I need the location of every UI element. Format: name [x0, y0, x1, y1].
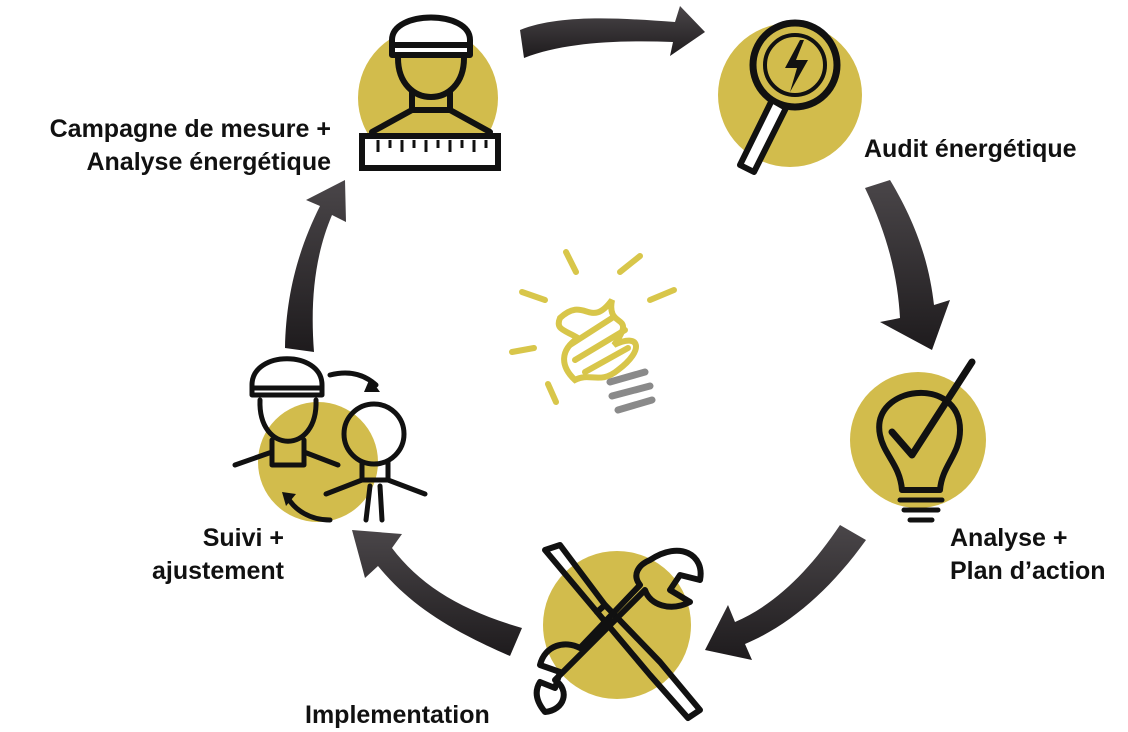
step-3-line-2: Plan d’action: [950, 557, 1106, 585]
step-label-campagne: Campagne de mesure + Analyse énergétique: [50, 113, 331, 179]
step-label-suivi: Suivi + ajustement: [152, 522, 284, 588]
magnifier-lightning-icon: [718, 19, 862, 175]
wrench-screwdriver-icon: [533, 542, 704, 721]
step-5-line-2: ajustement: [152, 557, 284, 585]
cycle-arrow-5: [285, 180, 346, 352]
cycle-arrow-1: [520, 6, 705, 58]
lightbulb-check-icon: [850, 358, 986, 523]
scribble-lightbulb-icon: [509, 249, 677, 414]
step-label-implementation: Implementation: [305, 699, 490, 732]
step-5-line-1: Suivi +: [202, 524, 284, 552]
cycle-arrow-3: [705, 525, 866, 660]
step-4-line-1: Implementation: [305, 701, 490, 729]
step-2-line-1: Audit énergétique: [864, 135, 1077, 163]
step-label-audit: Audit énergétique: [864, 133, 1077, 166]
step-label-analyse: Analyse + Plan d’action: [950, 522, 1106, 588]
step-1-line-1: Campagne de mesure +: [49, 115, 331, 143]
step-1-line-2: Analyse énergétique: [86, 148, 331, 176]
step-3-line-1: Analyse +: [950, 524, 1068, 552]
people-exchange-icon: [232, 356, 428, 523]
cycle-arrow-2: [865, 180, 950, 350]
cycle-arrow-4: [352, 530, 522, 656]
technician-measuring-icon: [358, 14, 501, 171]
